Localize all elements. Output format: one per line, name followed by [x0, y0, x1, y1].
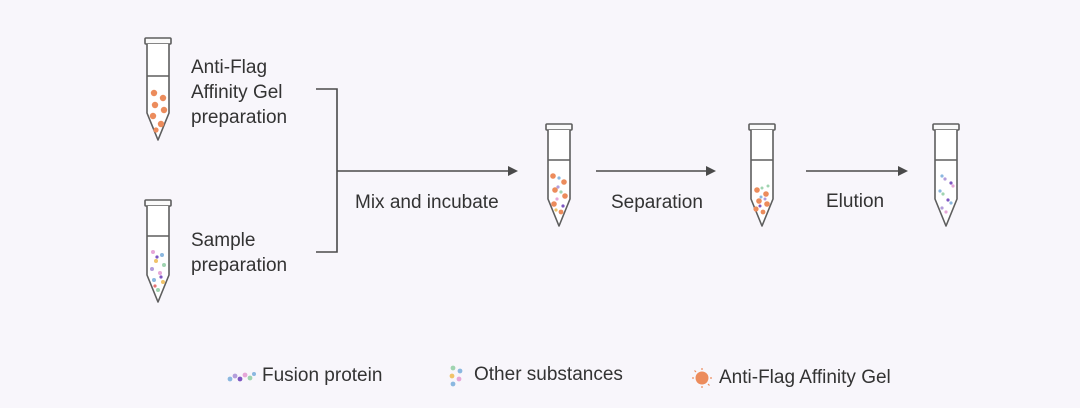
merge-bracket [316, 88, 510, 253]
separation-particles [753, 184, 770, 215]
other-substances-icon [449, 365, 463, 387]
arrow-head-mix [508, 166, 518, 176]
arrow-head-elution [898, 166, 908, 176]
mix-particles [550, 173, 568, 215]
affinity-gel-icon [692, 368, 712, 388]
legend-other-substances: Other substances [474, 364, 623, 385]
tube-elution [932, 123, 960, 227]
gel-beads [149, 89, 168, 133]
label-gel-line-3: preparation [191, 107, 288, 128]
tube-gel [144, 37, 172, 141]
label-separation: Separation [611, 192, 703, 213]
legend-affinity-gel: Anti-Flag Affinity Gel [719, 367, 891, 388]
fusion-protein-icon [227, 372, 256, 382]
label-sample-line-2: preparation [191, 255, 288, 276]
label-elution: Elution [826, 191, 885, 212]
tube-sample [144, 199, 172, 303]
label-gel-line-1: Anti-Flag [191, 57, 268, 78]
sample-particles [150, 250, 166, 292]
label-gel-line-2: Affinity Gel [191, 82, 283, 103]
tube-separation [748, 123, 776, 227]
eluted-proteins [938, 174, 955, 214]
legend-fusion-protein: Fusion protein [262, 365, 383, 386]
label-sample-line-1: Sample [191, 230, 256, 251]
label-mix: Mix and incubate [355, 192, 499, 213]
arrow-head-separation [706, 166, 716, 176]
tube-mix [545, 123, 573, 227]
